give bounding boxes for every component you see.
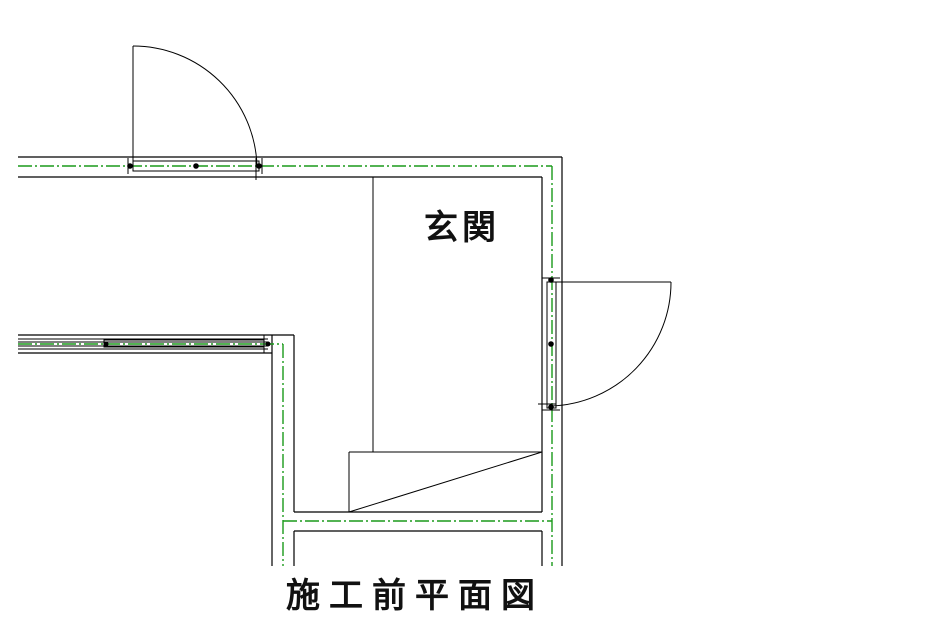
room-label-genkan: 玄関 bbox=[424, 208, 500, 248]
entrance-interior bbox=[348, 177, 543, 513]
walls bbox=[18, 156, 563, 566]
window-left bbox=[18, 335, 271, 353]
door-right bbox=[538, 277, 672, 411]
door-top bbox=[127, 45, 263, 180]
drawing-caption: 施工前平面図 bbox=[286, 576, 544, 616]
wall-centerlines bbox=[18, 165, 553, 566]
